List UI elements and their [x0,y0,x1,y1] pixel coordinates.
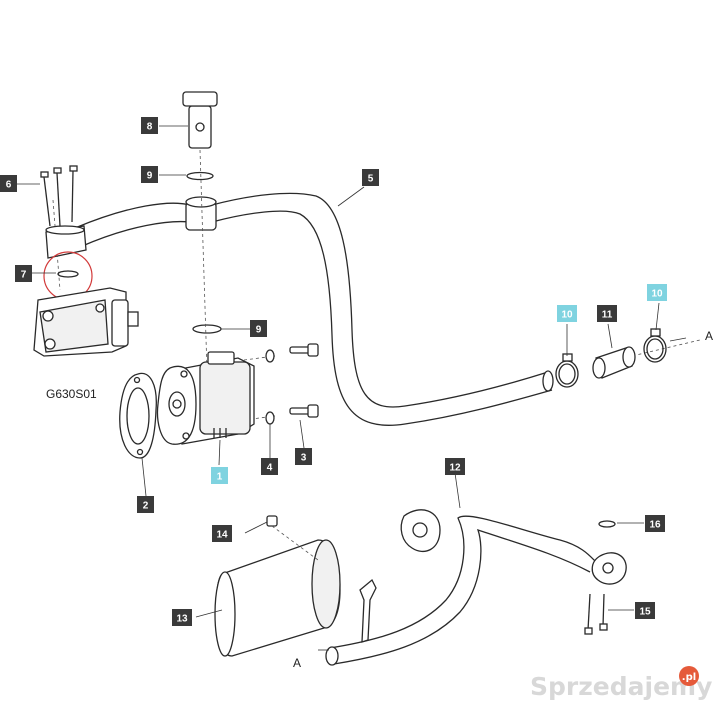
bolts-15 [584,593,608,635]
svg-text:5: 5 [368,174,374,185]
hose-clamp-10-right [643,328,667,363]
svg-text:14: 14 [216,530,228,541]
callout-9-upper[interactable]: 9 [141,166,158,183]
svg-text:12: 12 [449,463,461,474]
hose-11 [592,346,636,379]
callout-2[interactable]: 2 [137,496,154,513]
svg-text:1: 1 [217,472,223,483]
o-ring-7 [57,270,79,278]
svg-text:8: 8 [147,122,153,133]
watermark-badge-icon [679,666,699,686]
callout-10-right[interactable]: 10 [647,284,667,301]
svg-text:.pl: .pl [682,672,696,683]
bolts-3 [289,343,319,418]
callout-9-lower[interactable]: 9 [250,320,267,337]
centerline-vertical [199,149,208,371]
filter-13 [214,539,341,657]
svg-text:11: 11 [602,310,613,321]
hydraulic-pump-1 [156,351,255,445]
connector-label-top: A [705,329,713,343]
o-ring-9-upper [186,171,214,181]
callout-3[interactable]: 3 [295,448,312,465]
leader-lines [17,125,687,651]
flange-block [45,225,87,259]
washers-4 [265,349,275,425]
svg-text:2: 2 [143,501,149,512]
bolts-6 [40,165,78,227]
callout-8[interactable]: 8 [141,117,158,134]
svg-text:3: 3 [301,453,307,464]
svg-text:13: 13 [176,614,188,625]
hose-clamp-10-left [555,353,579,388]
svg-text:6: 6 [6,180,12,191]
o-ring-9-lower [192,324,222,334]
connector-label-bottom: A [293,656,301,670]
o-ring-16 [598,520,616,528]
watermark: Sprzedajemy .pl [530,666,712,701]
fitting-14 [266,515,319,561]
callout-13[interactable]: 13 [172,609,192,626]
svg-text:15: 15 [639,607,651,618]
callout-11[interactable]: 11 [597,305,617,322]
reference-code-label: G630S01 [46,387,97,401]
callout-4[interactable]: 4 [261,458,278,475]
banjo-bolt-8 [182,91,218,149]
callout-10-left[interactable]: 10 [557,305,577,322]
svg-text:9: 9 [147,171,153,182]
svg-text:4: 4 [267,463,273,474]
reference-pump [33,287,139,357]
callout-5[interactable]: 5 [362,169,379,186]
pipe-collar [185,196,217,231]
callout-1[interactable]: 1 [211,467,228,484]
lower-pipe-12 [325,509,627,666]
svg-text:16: 16 [649,520,661,531]
callout-6[interactable]: 6 [0,175,17,192]
pipe-5 [74,192,554,426]
gasket-2 [119,372,157,459]
svg-text:9: 9 [256,325,262,336]
svg-text:10: 10 [561,310,573,321]
callout-7[interactable]: 7 [15,265,32,282]
callout-16[interactable]: 16 [645,515,665,532]
callout-15[interactable]: 15 [635,602,655,619]
callout-14[interactable]: 14 [212,525,232,542]
callout-12[interactable]: 12 [445,458,465,475]
svg-text:7: 7 [21,270,27,281]
svg-text:10: 10 [651,289,663,300]
